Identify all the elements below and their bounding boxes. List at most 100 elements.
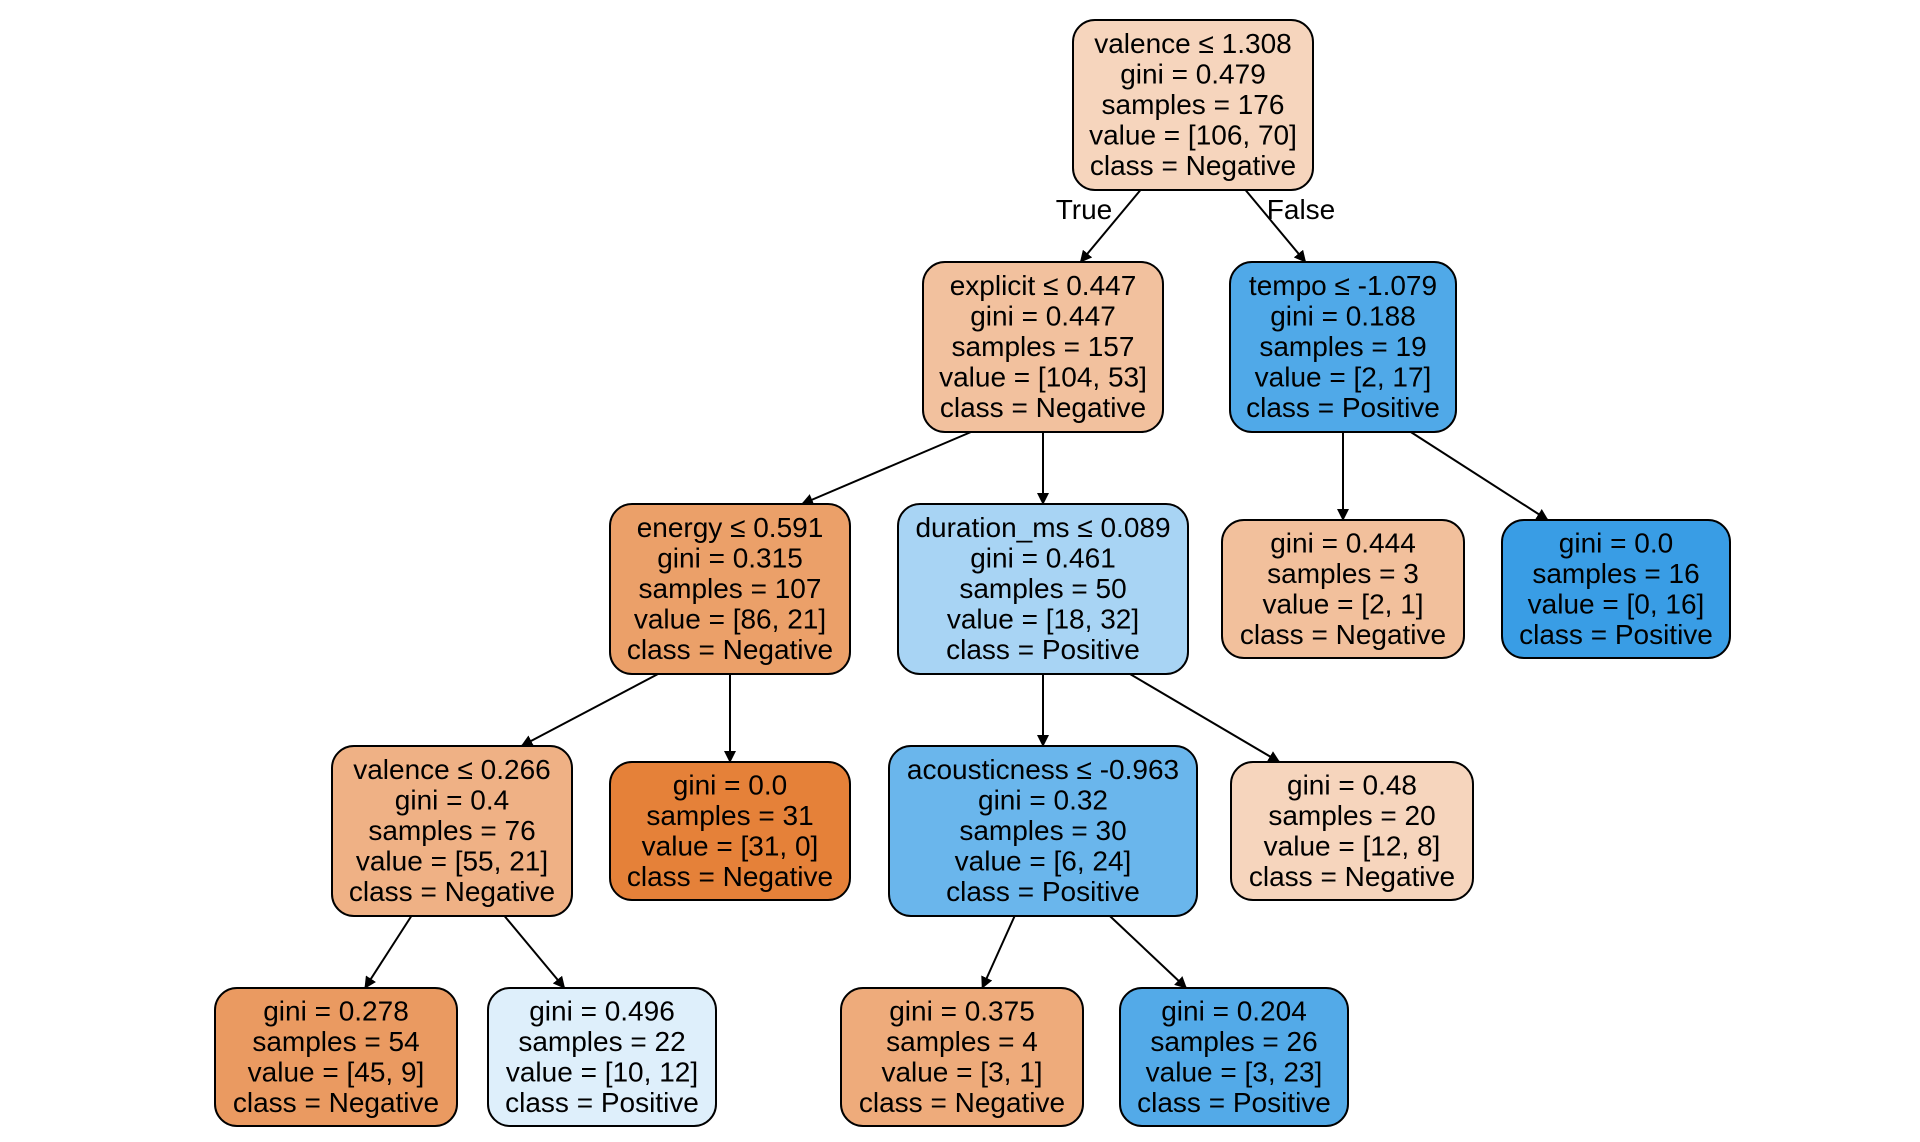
node-box [897,503,1189,675]
edge-arrow [520,673,659,747]
node-line: value = [3, 23] [1146,1056,1323,1087]
node-line: gini = 0.0 [1559,527,1673,558]
node-line: class = Positive [1519,619,1713,650]
node-line: value = [104, 53] [939,362,1147,393]
node-box [1229,261,1457,433]
node-box [1119,987,1349,1127]
edges-layer: True False [364,189,1549,989]
node-line: gini = 0.48 [1287,769,1417,800]
edge-arrow [801,431,972,506]
node-line: gini = 0.496 [529,995,675,1026]
edge-label: True [1056,194,1113,225]
edge-n9-n14 [1109,915,1187,989]
edge-arrow [364,915,413,989]
node-line: gini = 0.32 [978,785,1108,816]
node-line: valence ≤ 0.266 [353,754,551,785]
node-line: gini = 0.315 [657,543,803,574]
node-line: gini = 0.188 [1270,301,1416,332]
node-line: gini = 0.479 [1120,59,1266,90]
edge-arrow [1109,915,1187,989]
node-line: gini = 0.4 [395,785,509,816]
node-line: duration_ms ≤ 0.089 [915,512,1170,543]
node-line: samples = 157 [952,331,1135,362]
node-line: samples = 19 [1259,331,1426,362]
node-line: acousticness ≤ -0.963 [907,754,1179,785]
node-box [609,761,851,901]
edge-n7-n12 [503,915,566,989]
node-line: class = Positive [946,634,1140,665]
node-line: gini = 0.0 [673,769,787,800]
edge-n9-n13 [981,915,1016,989]
node-line: samples = 3 [1267,558,1419,589]
node-line: samples = 76 [368,815,535,846]
edge-arrow [1129,673,1281,763]
node-line: samples = 20 [1268,800,1435,831]
edge-arrow [981,915,1016,989]
node-line: class = Positive [1246,392,1440,423]
edge-arrow [1244,189,1307,263]
node-line: value = [12, 8] [1264,830,1441,861]
node-line: class = Negative [1240,619,1446,650]
edge-n0-n2: False [1244,189,1335,263]
node-line: samples = 107 [639,573,822,604]
node-line: class = Negative [859,1087,1065,1118]
node-box [1072,19,1314,191]
edge-label: False [1267,194,1335,225]
node-line: class = Negative [1090,150,1296,181]
node-line: class = Negative [349,876,555,907]
node-line: gini = 0.375 [889,995,1035,1026]
node-box [922,261,1164,433]
node-line: samples = 31 [646,800,813,831]
node-line: value = [86, 21] [634,604,826,635]
node-line: gini = 0.461 [970,543,1116,574]
node-line: gini = 0.204 [1161,995,1307,1026]
edge-n4-n10 [1129,673,1281,763]
node-line: samples = 54 [252,1026,419,1057]
node-box [487,987,717,1127]
node-line: valence ≤ 1.308 [1094,28,1292,59]
node-line: samples = 26 [1150,1026,1317,1057]
node-line: gini = 0.278 [263,995,409,1026]
node-line: class = Negative [627,861,833,892]
node-line: gini = 0.444 [1270,527,1416,558]
node-line: value = [2, 17] [1255,362,1432,393]
node-line: explicit ≤ 0.447 [950,270,1137,301]
node-box [1230,761,1474,901]
node-box [1221,519,1465,659]
node-line: gini = 0.447 [970,301,1116,332]
edge-n2-n6 [1410,431,1549,521]
edge-n3-n7 [520,673,659,747]
node-line: tempo ≤ -1.079 [1249,270,1437,301]
node-line: class = Negative [233,1087,439,1118]
node-line: value = [2, 1] [1262,588,1423,619]
node-line: class = Positive [946,876,1140,907]
node-line: value = [6, 24] [955,846,1132,877]
edge-n0-n1: True [1056,189,1142,263]
node-line: value = [3, 1] [881,1056,1042,1087]
node-line: samples = 22 [518,1026,685,1057]
node-box [214,987,458,1127]
node-box [840,987,1084,1127]
node-box [1501,519,1731,659]
node-line: value = [45, 9] [248,1056,425,1087]
node-box [609,503,851,675]
node-box [888,745,1198,917]
edge-arrow [503,915,566,989]
edge-n7-n11 [364,915,413,989]
node-line: value = [0, 16] [1528,588,1705,619]
